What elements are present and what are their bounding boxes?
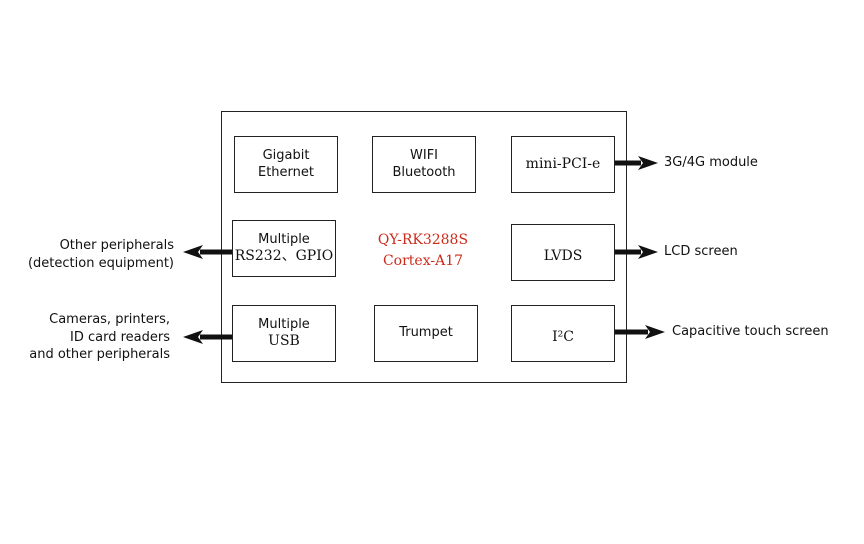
arrow-to-lcd-screen — [615, 245, 658, 259]
i2c-label: I²C — [552, 328, 574, 345]
multiple-usb-line1: Multiple — [258, 316, 310, 332]
board-frame — [221, 111, 627, 383]
multiple-rs232-gpio-box: Multiple RS232、GPIO — [232, 220, 336, 277]
multiple-usb-line2: USB — [268, 332, 300, 349]
gigabit-ethernet-line1: Gigabit — [262, 148, 310, 164]
cameras-line2: ID card readers — [70, 329, 170, 345]
cameras-line1: Cameras, printers, — [49, 312, 170, 327]
soc-core: Cortex-A17 — [382, 253, 464, 269]
lvds-label: LVDS — [543, 247, 583, 264]
other-peripherals-line2: (detection equipment) — [27, 255, 174, 271]
arrow-to-cameras-peripherals — [183, 330, 232, 344]
multiple-rs232-line1: Multiple — [258, 231, 310, 247]
label-cameras-peripherals: Cameras, printers, ID card readers and o… — [0, 311, 170, 364]
mini-pci-e-box: mini-PCI-e — [511, 136, 615, 193]
gigabit-ethernet-line2: Ethernet — [258, 164, 314, 180]
multiple-rs232-line2: RS232、GPIO — [234, 247, 334, 264]
label-touch-screen: Capacitive touch screen — [672, 324, 829, 339]
label-other-peripherals: Other peripherals (detection equipment) — [8, 237, 174, 272]
soc-model: QY-RK3288S — [377, 232, 469, 248]
label-3g4g-module: 3G/4G module — [664, 155, 758, 170]
wifi-line: WIFI — [410, 148, 438, 164]
bluetooth-line: Bluetooth — [392, 164, 456, 180]
wifi-bluetooth-box: WIFI Bluetooth — [372, 136, 476, 193]
arrow-to-other-peripherals — [183, 245, 232, 259]
label-lcd-screen: LCD screen — [664, 244, 738, 259]
arrow-to-3g4g-module — [615, 156, 658, 170]
lvds-box: LVDS — [511, 224, 615, 281]
arrow-to-touch-screen — [615, 325, 665, 339]
mini-pci-e-label: mini-PCI-e — [525, 155, 601, 172]
trumpet-label: Trumpet — [399, 325, 453, 341]
other-peripherals-line1: Other peripherals — [59, 238, 174, 253]
multiple-usb-box: Multiple USB — [232, 305, 336, 362]
cameras-line3: and other peripherals — [29, 347, 170, 363]
soc-label: QY-RK3288S Cortex-A17 — [368, 230, 478, 272]
gigabit-ethernet-box: Gigabit Ethernet — [234, 136, 338, 193]
i2c-box: I²C — [511, 305, 615, 362]
trumpet-box: Trumpet — [374, 305, 478, 362]
